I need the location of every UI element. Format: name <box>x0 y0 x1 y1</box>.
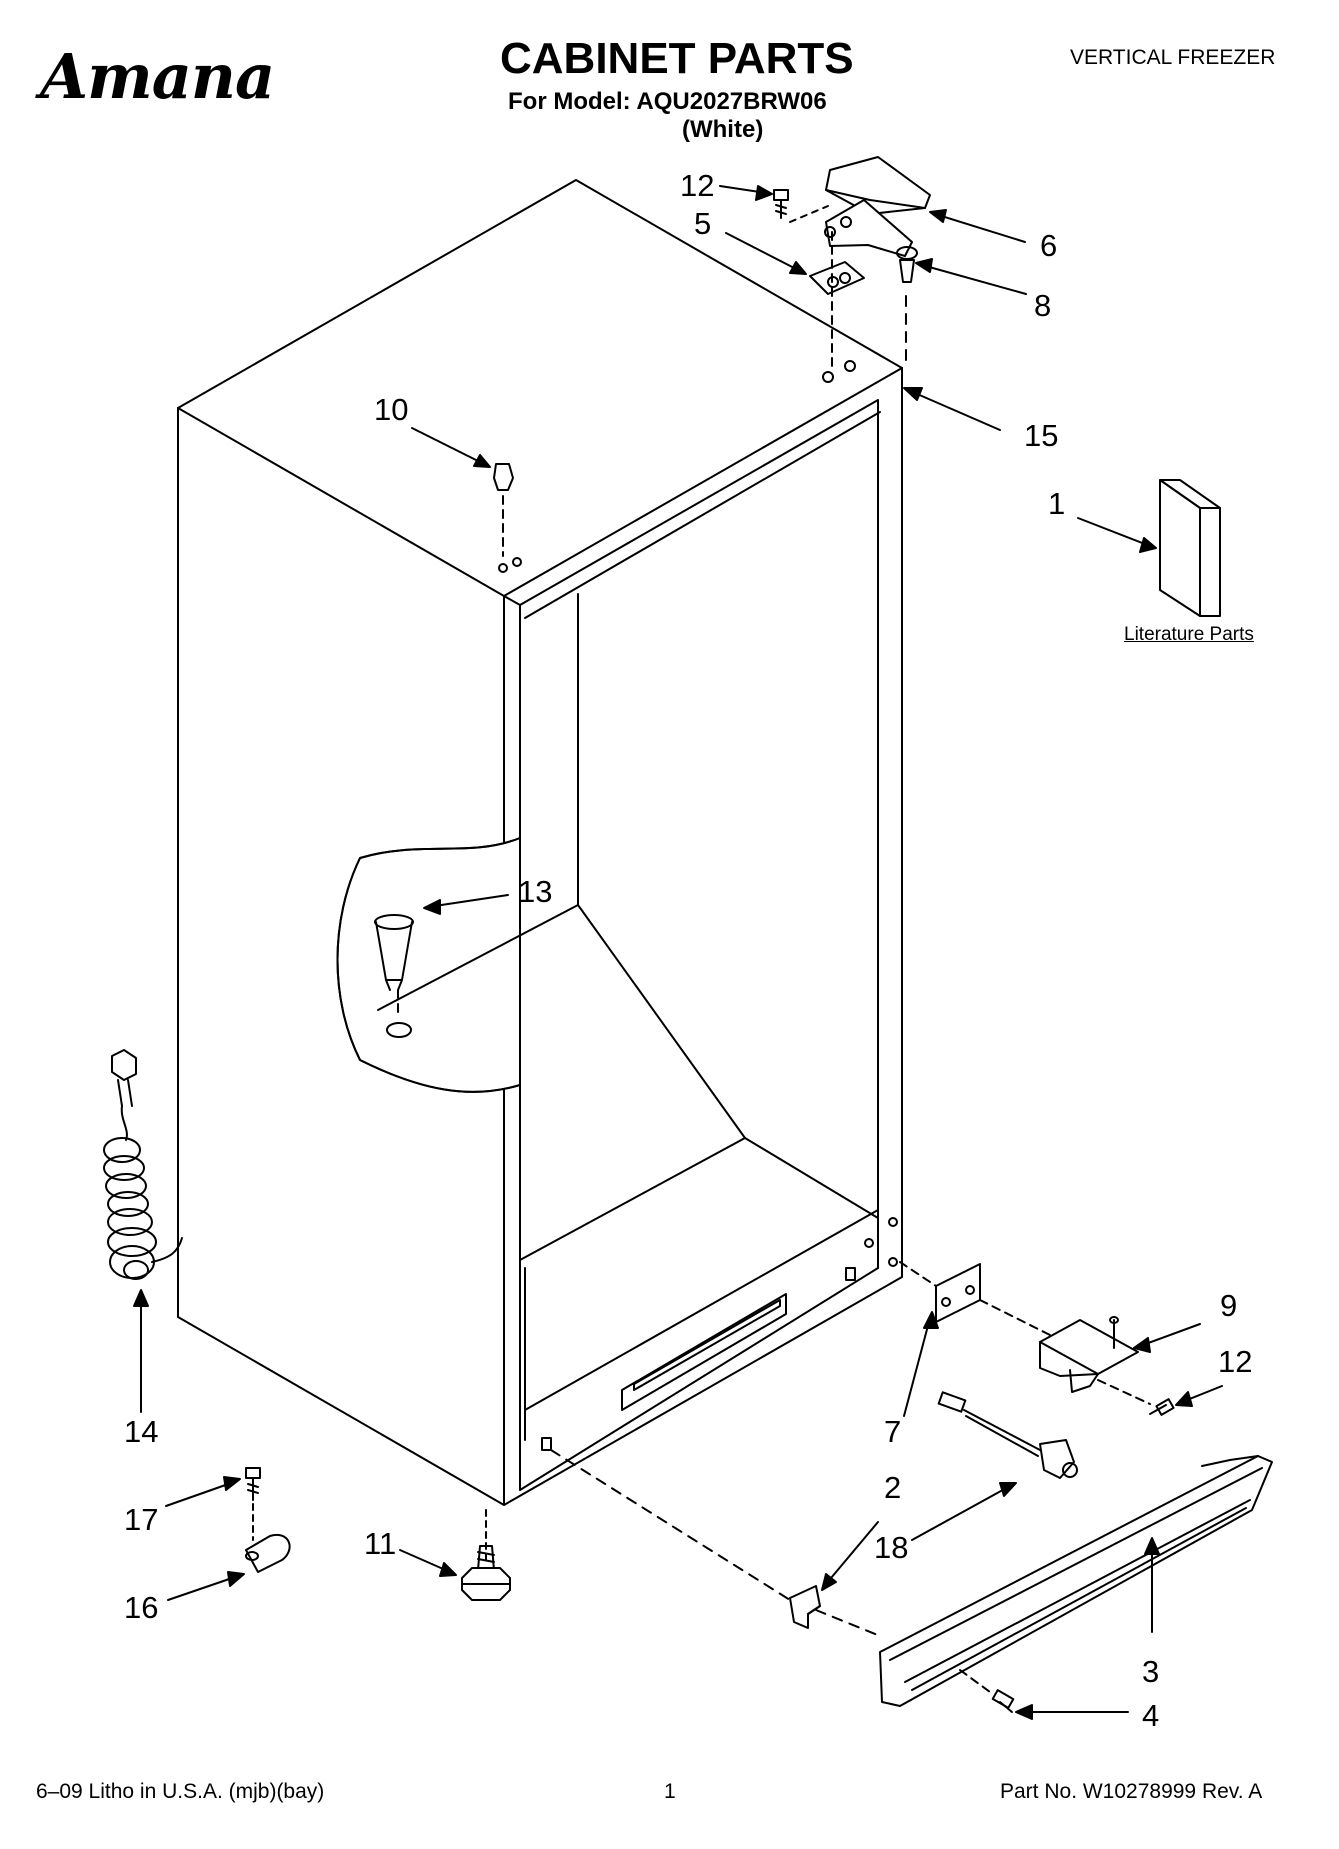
literature-parts-label: Literature Parts <box>1124 624 1254 645</box>
callout-7: 7 <box>884 1414 902 1449</box>
callout-9: 9 <box>1220 1288 1238 1323</box>
callout-18: 18 <box>874 1530 909 1565</box>
cutaway-region <box>338 838 521 1092</box>
model-line: For Model: AQU2027BRW06 <box>508 88 827 115</box>
grille-screw-part <box>960 1670 1128 1719</box>
leveling-leg-part <box>400 1510 510 1600</box>
callout-3: 3 <box>1142 1654 1160 1689</box>
cord-clamp-parts <box>166 1468 290 1600</box>
product-category: VERTICAL FREEZER <box>1070 46 1276 69</box>
callout-1: 1 <box>1048 486 1066 521</box>
wire-harness-part <box>912 1392 1077 1540</box>
color-line: (White) <box>682 116 764 143</box>
lower-hinge-brackets <box>900 1262 1222 1416</box>
callout-10: 10 <box>374 392 409 427</box>
callout-12-lower: 12 <box>1218 1344 1253 1379</box>
page-title: CABINET PARTS <box>500 34 854 83</box>
toe-grille-bracket <box>551 1450 880 1636</box>
top-plug-part <box>412 428 513 556</box>
literature-booklet <box>1078 480 1220 616</box>
callout-6: 6 <box>1040 228 1058 263</box>
power-cord-part <box>104 1050 182 1412</box>
drain-tube-part <box>375 895 508 1037</box>
cabinet-shell <box>178 180 902 1505</box>
callout-15: 15 <box>1024 418 1059 453</box>
callout-2: 2 <box>884 1470 902 1505</box>
amana-logo: Amana <box>40 40 275 113</box>
footer-print-info: 6–09 Litho in U.S.A. (mjb)(bay) <box>36 1780 325 1803</box>
callout-13: 13 <box>518 874 553 909</box>
footer-page-number: 1 <box>664 1780 676 1803</box>
callout-8: 8 <box>1034 288 1052 323</box>
callout-12-top: 12 <box>680 168 715 203</box>
toe-grille-part <box>880 1456 1272 1706</box>
callout-16: 16 <box>124 1590 159 1625</box>
callout-4: 4 <box>1142 1698 1160 1733</box>
footer-part-number: Part No. W10278999 Rev. A <box>1000 1780 1263 1803</box>
callout-17: 17 <box>124 1502 159 1537</box>
callout-11: 11 <box>364 1526 397 1561</box>
top-hinge-assembly <box>720 157 1026 368</box>
callout-5: 5 <box>694 206 712 241</box>
callout-14: 14 <box>124 1414 159 1449</box>
